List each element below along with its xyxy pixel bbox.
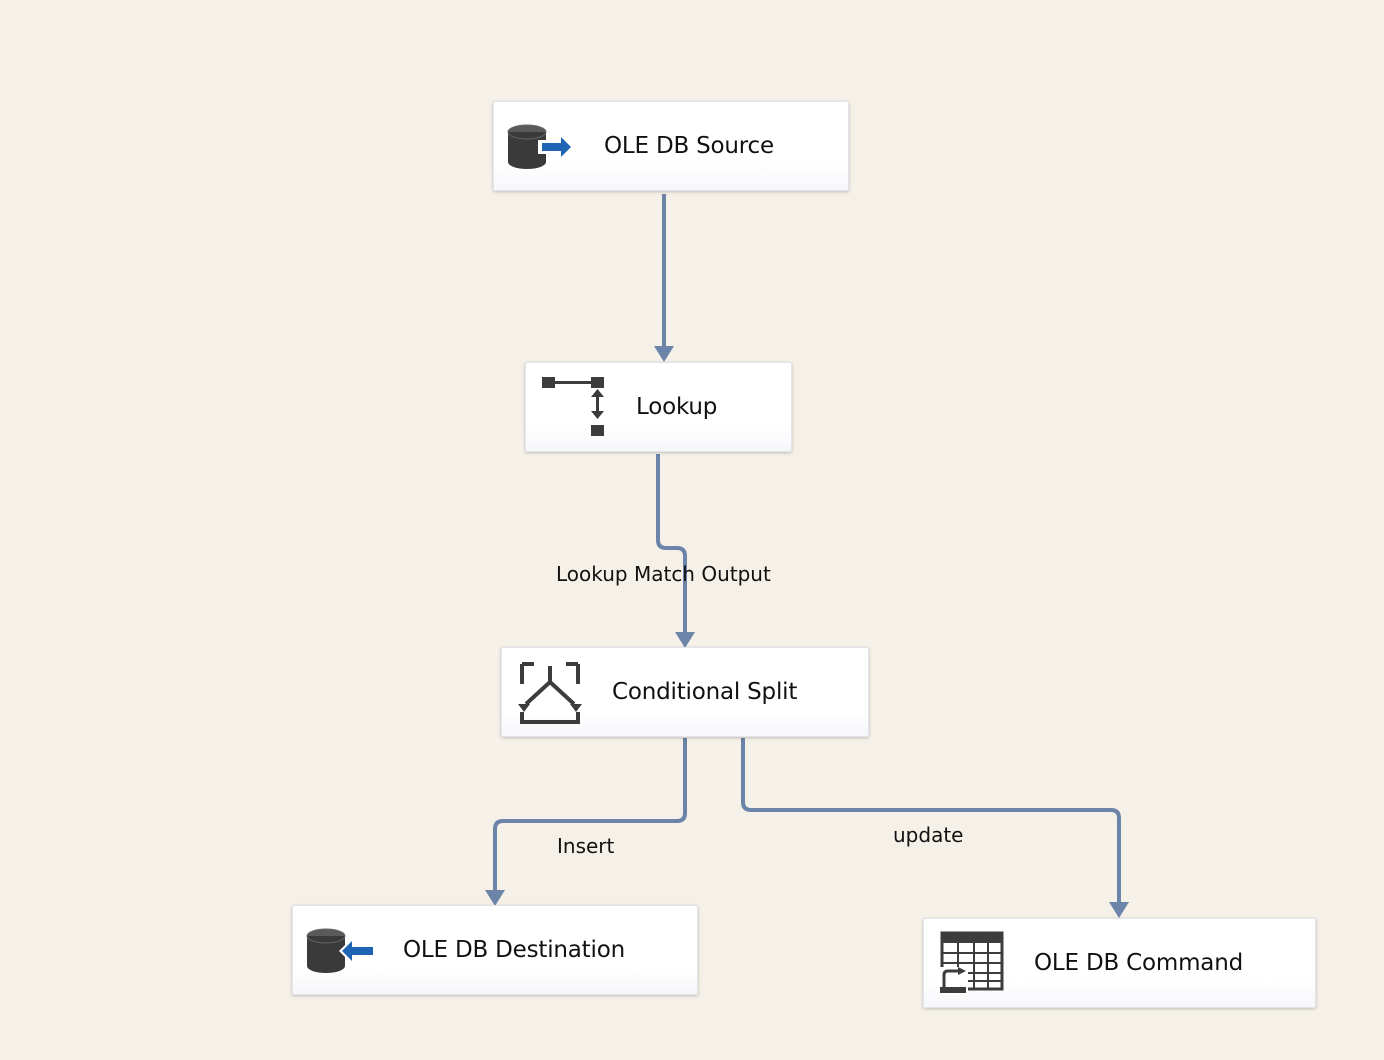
database-destination-icon	[303, 918, 375, 984]
ole-db-command-node[interactable]: OLE DB Command	[923, 918, 1316, 1008]
node-label-command: OLE DB Command	[1034, 950, 1243, 976]
connector-label-lookup-match-output[interactable]: Lookup Match Output	[556, 562, 771, 586]
conditional-split-node[interactable]: Conditional Split	[501, 647, 869, 737]
connector-split-to-destination[interactable]	[493, 738, 687, 890]
lookup-node[interactable]: Lookup	[525, 362, 792, 452]
lookup-icon	[538, 375, 610, 441]
arrowhead-lookup	[654, 346, 674, 362]
node-label-split: Conditional Split	[612, 679, 798, 705]
ole-db-destination-node[interactable]: OLE DB Destination	[292, 905, 698, 995]
table-command-icon	[936, 931, 1008, 997]
ole-db-source-node[interactable]: OLE DB Source	[493, 101, 849, 191]
node-label-source: OLE DB Source	[604, 133, 774, 159]
conditional-split-icon	[514, 660, 586, 726]
connector-split-to-command[interactable]	[741, 738, 1121, 902]
database-source-icon	[504, 114, 576, 180]
connector-lookup-to-split[interactable]	[656, 454, 687, 632]
connector-label-insert[interactable]: Insert	[557, 834, 615, 858]
node-label-destination: OLE DB Destination	[403, 937, 625, 963]
arrowhead-split	[675, 632, 695, 648]
arrowhead-command	[1109, 902, 1129, 918]
arrowhead-destination	[485, 890, 505, 906]
node-label-lookup: Lookup	[636, 394, 718, 420]
connector-label-update[interactable]: update	[893, 823, 964, 847]
